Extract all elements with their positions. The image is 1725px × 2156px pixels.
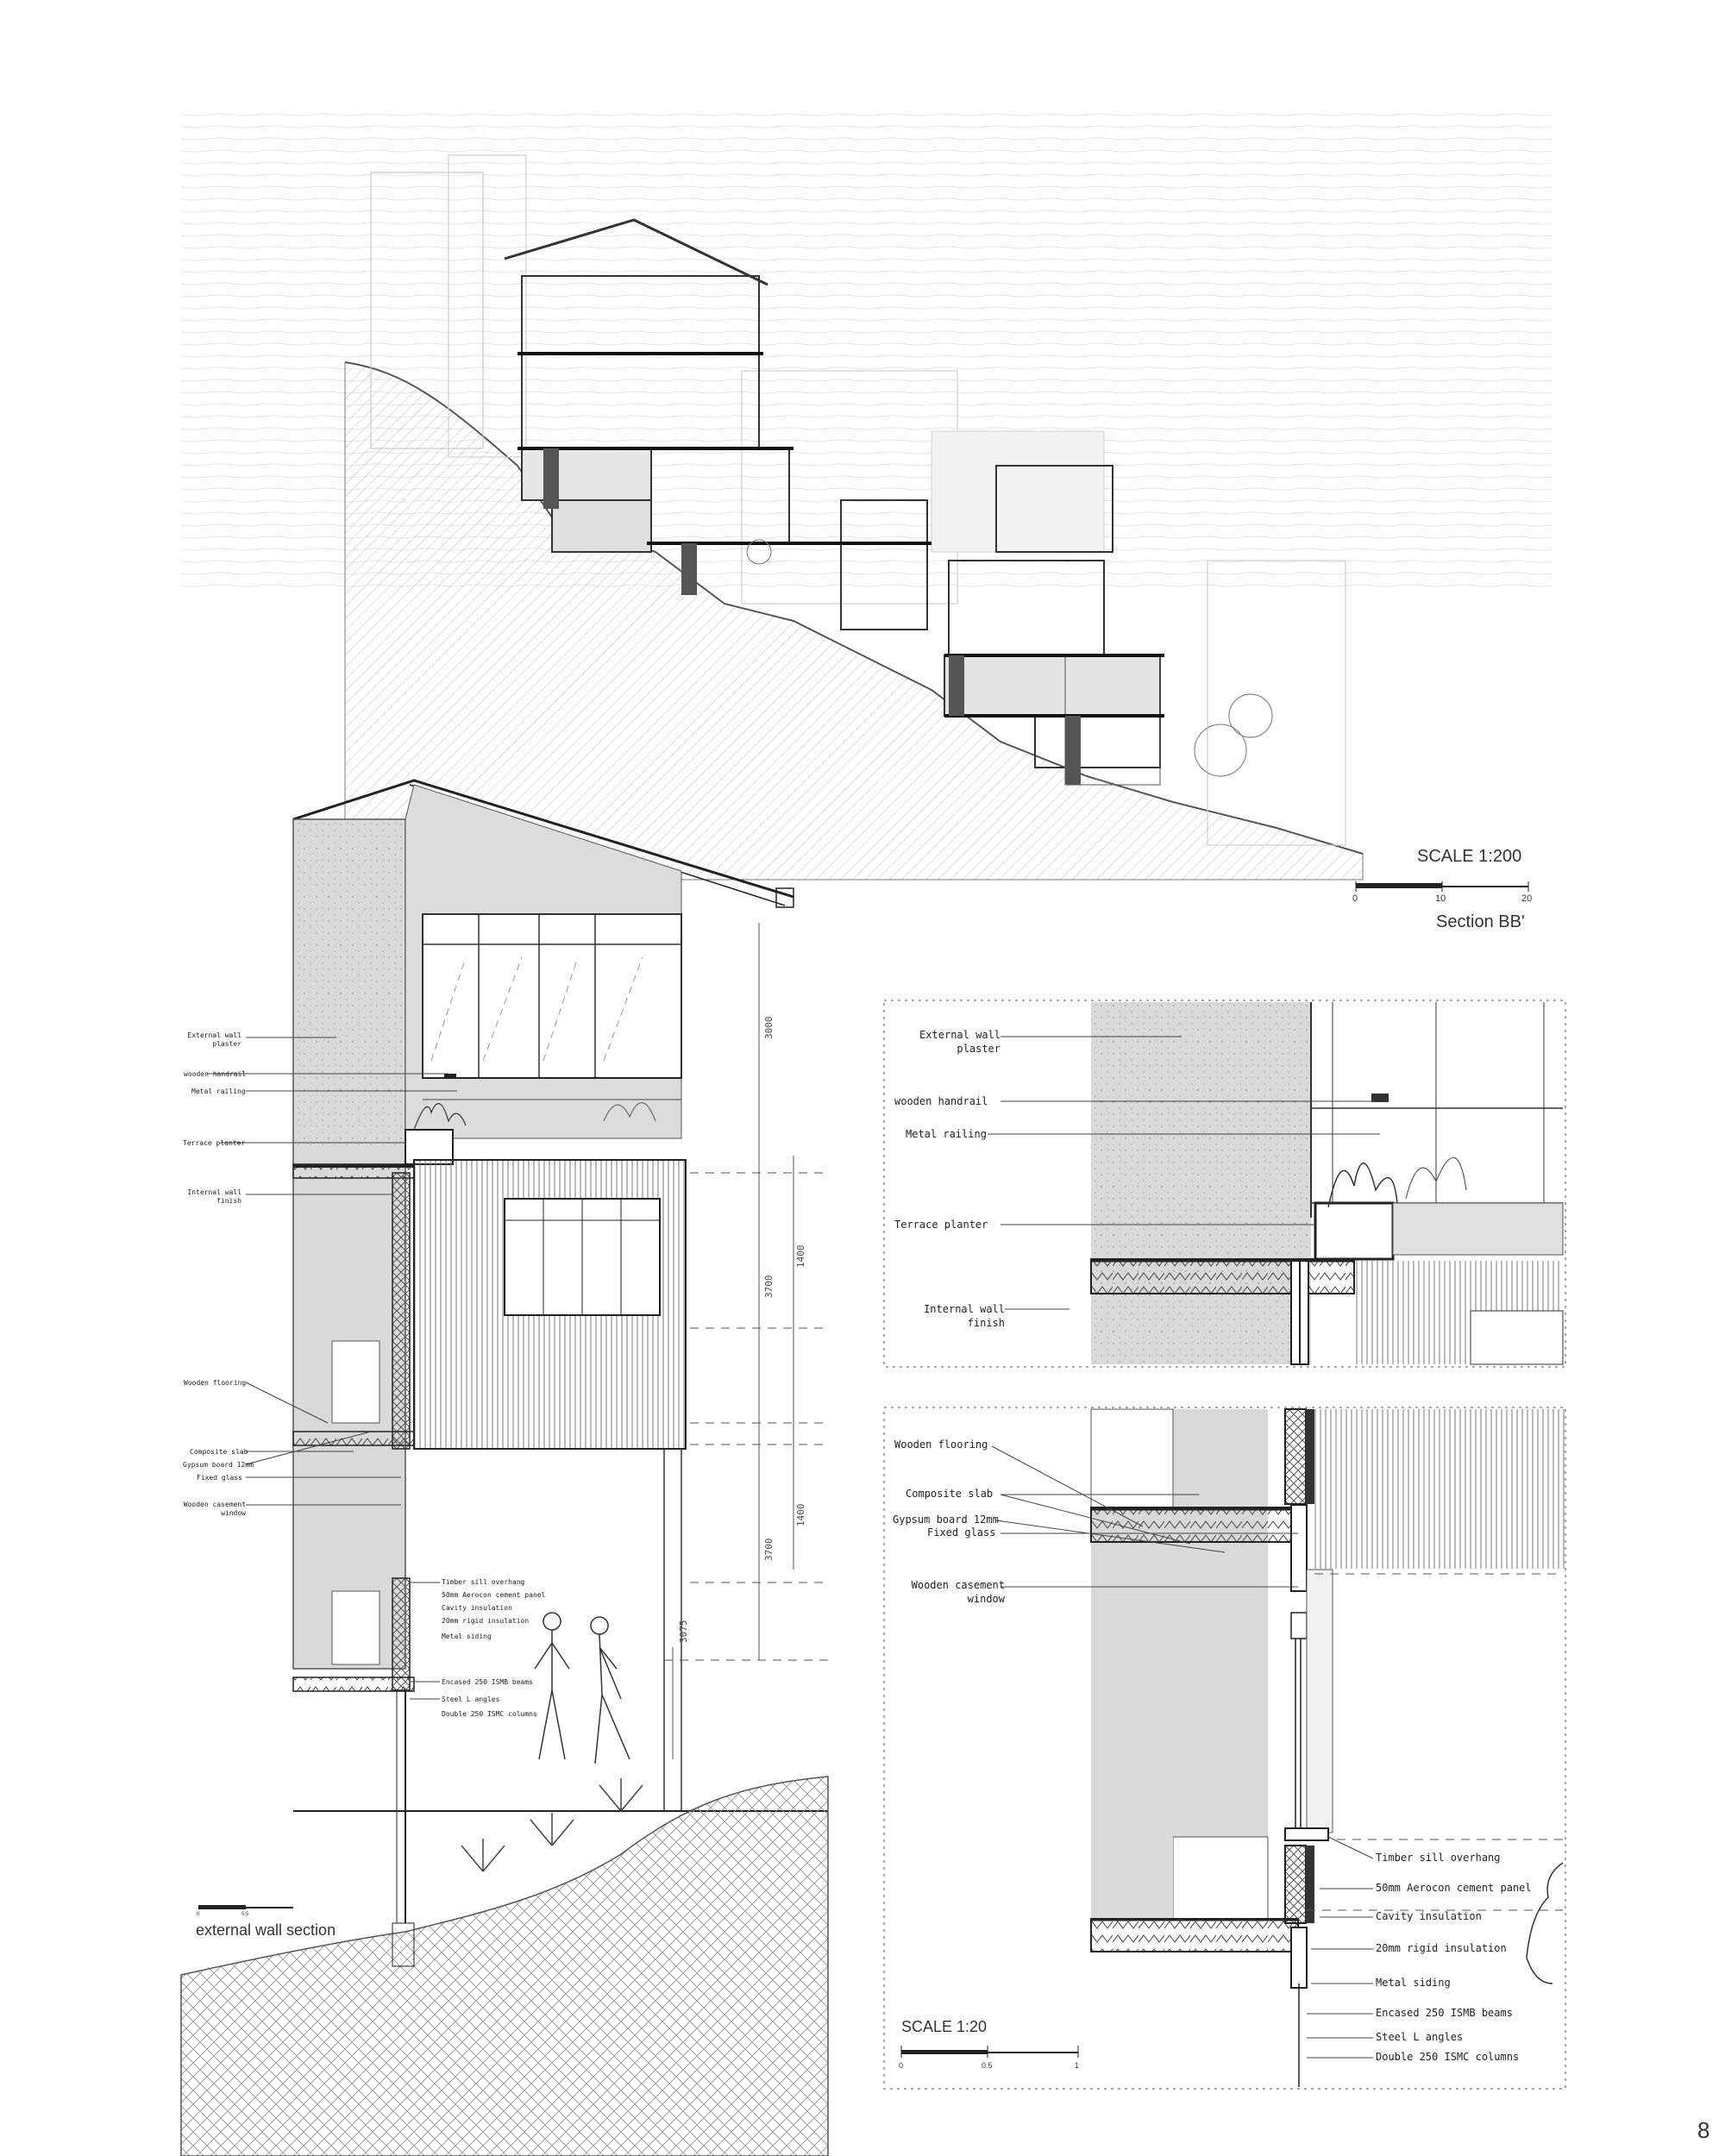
section-bb-title: Section BB' <box>1436 912 1525 931</box>
page-number: 8 <box>1697 2117 1710 2143</box>
db-label-timber-sill-overhang: Timber sill overhang <box>1376 1852 1501 1864</box>
scale-bar-1-20 <box>900 2046 1079 2058</box>
dt-label-external-wall-plaster: External wall plaster <box>919 1029 1000 1055</box>
ws-label-aerocon-panel: 50mm Aerocon cement panel <box>442 1591 546 1599</box>
detail-top-drawing <box>883 1000 1566 1368</box>
db-label-steel-angles: Steel L angles <box>1376 2031 1464 2043</box>
scale-bar-1-200 <box>1355 881 1529 892</box>
db-label-double-columns: Double 250 ISMC columns <box>1376 2051 1520 2063</box>
ws-tick-0-5: 0.5 <box>242 1912 249 1917</box>
external-wall-section-drawing <box>180 779 829 2156</box>
section-bb-tick-20: 20 <box>1521 893 1533 904</box>
ws-label-external-wall-plaster: External wall plaster <box>187 1031 242 1048</box>
db-label-fixed-glass: Fixed glass <box>927 1526 996 1539</box>
ws-label-cavity-insulation: Cavity insulation <box>442 1604 512 1612</box>
detail-bottom-drawing <box>883 1407 1566 2090</box>
dimension-3000: 3000 <box>763 1016 775 1040</box>
dimension-1400-upper: 1400 <box>795 1244 806 1269</box>
wall-section-title: external wall section <box>196 1921 336 1939</box>
db-label-aerocon-panel: 50mm Aerocon cement panel <box>1376 1882 1532 1894</box>
db-label-cavity-insulation: Cavity insulation <box>1376 1910 1482 1922</box>
ws-label-wooden-flooring: Wooden flooring <box>184 1379 247 1387</box>
detail-tick-0: 0 <box>899 2061 904 2070</box>
section-bb-tick-10: 10 <box>1435 893 1446 904</box>
ws-label-terrace-planter: Terrace planter <box>183 1139 246 1147</box>
ws-label-internal-wall-finish: Internal wall finish <box>187 1188 242 1205</box>
ws-label-metal-siding: Metal siding <box>442 1633 492 1640</box>
dt-label-terrace-planter: Terrace planter <box>894 1219 988 1231</box>
ws-tick-0: 0 <box>197 1912 200 1917</box>
db-label-wooden-flooring: Wooden flooring <box>894 1438 988 1451</box>
section-bb-scale-label: SCALE 1:200 <box>1417 847 1522 866</box>
detail-scale-label: SCALE 1:20 <box>901 2018 988 2035</box>
dt-label-metal-railing: Metal railing <box>906 1128 987 1140</box>
ws-label-timber-sill-overhang: Timber sill overhang <box>442 1578 525 1586</box>
scale-bar-wall-section <box>198 1905 293 1909</box>
ws-label-fixed-glass: Fixed glass <box>197 1474 242 1482</box>
ws-label-rigid-insulation: 20mm rigid insulation <box>442 1617 530 1625</box>
dt-label-wooden-handrail: wooden handrail <box>894 1095 988 1107</box>
db-label-composite-slab: Composite slab <box>906 1488 994 1500</box>
ws-label-metal-railing: Metal railing <box>191 1087 246 1095</box>
ws-label-steel-angles: Steel L angles <box>442 1695 500 1703</box>
db-label-gypsum-board: Gypsum board 12mm <box>893 1514 999 1526</box>
dimension-1400-lower: 1400 <box>795 1503 806 1527</box>
ws-label-gypsum-board: Gypsum board 12mm <box>183 1461 254 1469</box>
db-label-wooden-casement-window: Wooden casement window <box>911 1579 1005 1605</box>
detail-tick-1: 1 <box>1075 2061 1080 2070</box>
section-bb-tick-0: 0 <box>1352 893 1358 904</box>
db-label-rigid-insulation: 20mm rigid insulation <box>1376 1942 1507 1954</box>
dimension-3075: 3075 <box>678 1620 689 1644</box>
dimension-3700-upper: 3700 <box>763 1275 775 1299</box>
dt-label-internal-wall-finish: Internal wall finish <box>924 1303 1005 1329</box>
section-bb-drawing <box>181 108 1552 881</box>
ws-label-encased-beams: Encased 250 ISMB beams <box>442 1678 533 1686</box>
ws-label-double-columns: Double 250 ISMC columns <box>442 1710 537 1718</box>
dimension-3700-lower: 3700 <box>763 1538 775 1562</box>
db-label-metal-siding: Metal siding <box>1376 1977 1451 1989</box>
ws-label-composite-slab: Composite slab <box>190 1448 248 1456</box>
db-label-encased-beams: Encased 250 ISMB beams <box>1376 2007 1513 2019</box>
ws-label-wooden-handrail: wooden handrail <box>184 1070 247 1078</box>
detail-tick-0-5: 0.5 <box>982 2061 993 2070</box>
ws-label-wooden-casement-window: Wooden casement window <box>183 1501 246 1517</box>
